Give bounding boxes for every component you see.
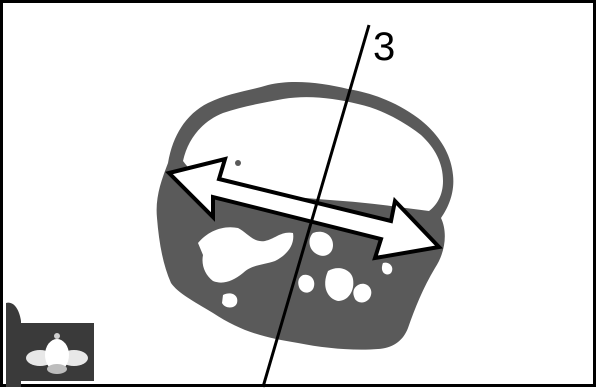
scan-spot xyxy=(222,293,237,307)
edge-fragment xyxy=(6,303,21,387)
scan-spot xyxy=(235,160,241,166)
orientation-figure-icon xyxy=(20,323,94,381)
orientation-widget[interactable] xyxy=(20,323,94,381)
axis-label: 3 xyxy=(373,27,395,67)
